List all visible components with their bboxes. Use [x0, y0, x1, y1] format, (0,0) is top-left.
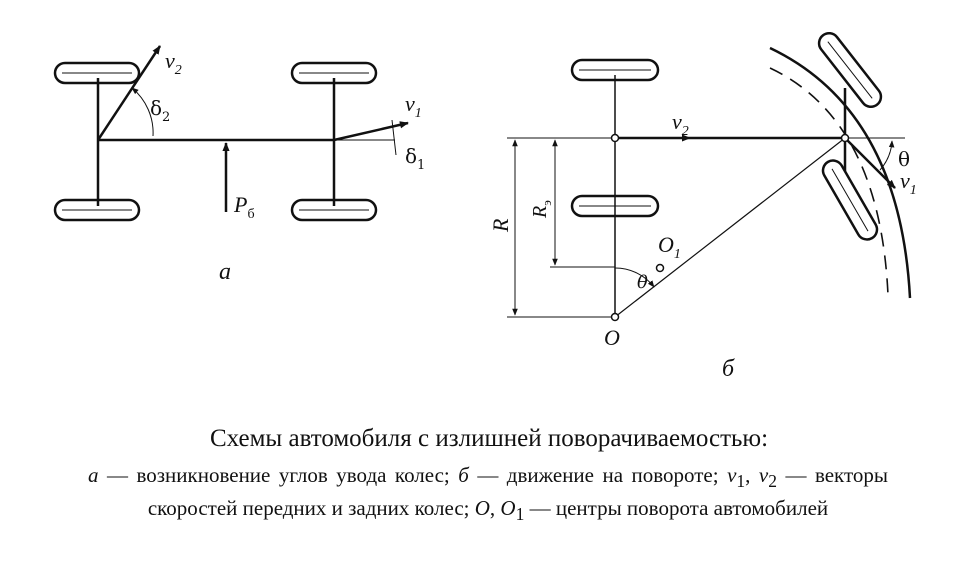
label-diagram-a: а: [219, 259, 231, 285]
wheel-rear-top-a: [53, 61, 141, 85]
caption-v2-sub: 2: [768, 471, 777, 492]
label-v2-b: v2: [672, 109, 689, 139]
vector-v2-a: [96, 45, 162, 141]
caption-o1-sub: 1: [515, 504, 525, 525]
point-o: [610, 312, 620, 322]
caption-o: O: [474, 496, 490, 521]
angle-theta-center-arc: [614, 267, 655, 288]
vector-v1-b: [844, 137, 896, 189]
caption-key-a: а: [88, 463, 99, 487]
wheel-front-top-b: [817, 31, 883, 109]
angle-theta-front-arc: [879, 140, 895, 171]
label-o: O: [604, 325, 620, 350]
label-v1-b: v1: [900, 168, 917, 198]
label-theta-front: θ: [898, 147, 910, 171]
caption-text-3: — векторы скоростей передних и задних ко…: [147, 463, 888, 521]
vector-v1-a: [333, 121, 409, 142]
trajectory-dashed: [769, 67, 889, 296]
figure-caption-body: а — возникновение углов увода колес; б —…: [88, 462, 888, 528]
wheel-front-top-a: [290, 61, 378, 85]
label-v2-a: v2: [165, 48, 182, 78]
label-theta-center: θ: [637, 272, 648, 293]
label-force-p: Pб: [233, 192, 255, 222]
label-v1-a: v1: [405, 91, 422, 121]
junction-rear-axle: [610, 133, 620, 143]
angle-delta2-arc: [131, 87, 154, 137]
caption-text-2: — движение на повороте;: [468, 463, 728, 487]
caption-text-1: — возникновение углов увода колес;: [98, 463, 459, 487]
wheel-front-bottom-a: [290, 198, 378, 222]
radius-line-o: [614, 137, 846, 318]
caption-o1: O: [500, 496, 516, 521]
label-diagram-b: б: [722, 356, 735, 382]
caption-v1: v: [727, 463, 737, 487]
label-delta2: δ2: [150, 96, 170, 125]
label-re: Rэ: [529, 200, 554, 219]
caption-key-b: б: [458, 463, 469, 487]
label-o1: O1: [658, 232, 681, 262]
label-delta1: δ1: [405, 144, 425, 173]
figure-caption-title: Схемы автомобиля с излишней поворачиваем…: [209, 425, 769, 452]
point-o1: [655, 263, 665, 273]
caption-v1-sub: 1: [736, 471, 746, 492]
label-r: R: [488, 218, 513, 233]
diagram-b: [507, 31, 912, 322]
wheel-front-bottom-b: [821, 159, 879, 241]
caption-comma-2: ,: [489, 496, 501, 521]
trajectory-solid: [769, 46, 912, 299]
caption-comma: ,: [745, 463, 759, 487]
caption-text-4: — центры поворота автомобилей: [524, 496, 829, 521]
wheel-rear-bottom-a: [53, 198, 141, 222]
caption-v2: v: [758, 463, 769, 487]
diagram-a: [53, 45, 409, 222]
wheel-rear-bottom-b: [570, 194, 660, 218]
junction-front-axle: [840, 133, 850, 143]
wheel-rear-top-b: [570, 58, 660, 82]
angle-delta1-mark: [391, 119, 397, 156]
